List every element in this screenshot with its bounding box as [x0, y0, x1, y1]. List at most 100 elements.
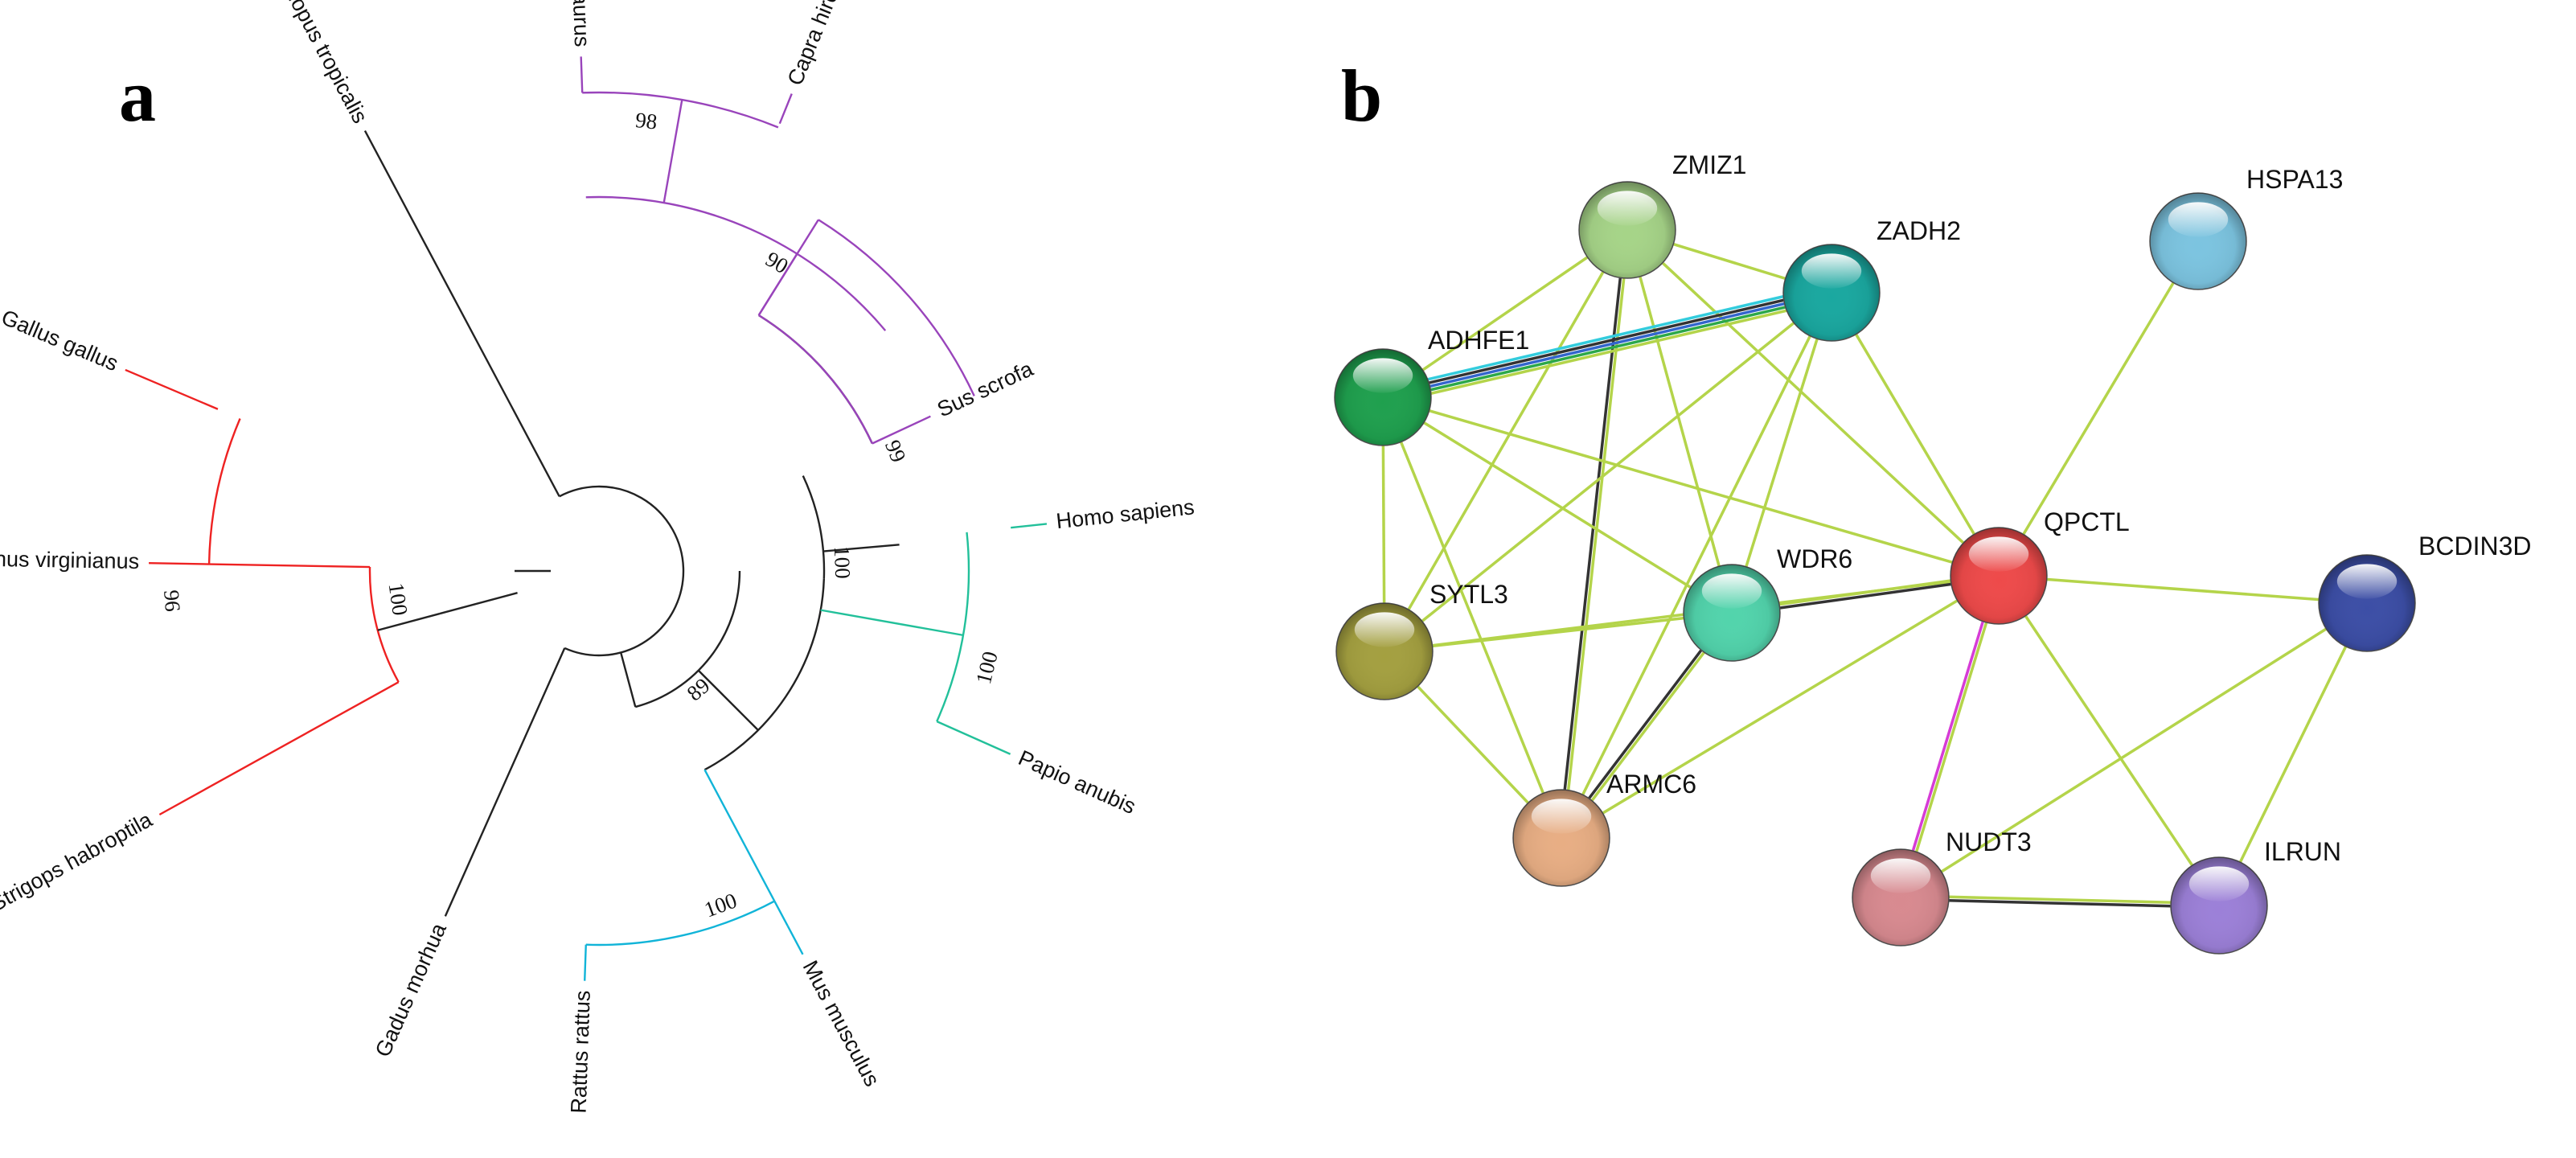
node-NUDT3[interactable]: NUDT3: [1852, 827, 2032, 947]
branch-galliformes-arc: [207, 418, 241, 565]
node-QPCTL[interactable]: QPCTL: [1950, 507, 2130, 625]
edge-QPCTL-NUDT3-0: [1901, 576, 2002, 899]
bootstrap-bs100_mammals: 100: [971, 649, 1003, 687]
bootstrap-bs96: 96: [159, 589, 185, 613]
node-label-HSPA13: HSPA13: [2246, 165, 2343, 194]
node-ILRUN[interactable]: ILRUN: [2170, 837, 2341, 955]
leaf-branch-strigops: [158, 681, 400, 816]
leaf-branch-gallus: [125, 368, 219, 410]
node-gloss-ZMIZ1: [1597, 191, 1658, 226]
leaf-label-homo: Homo sapiens: [1055, 495, 1196, 533]
node-label-NUDT3: NUDT3: [1946, 827, 2032, 856]
leaf-label-gallus: Gallus gallus: [0, 305, 121, 376]
node-label-ZMIZ1: ZMIZ1: [1672, 150, 1746, 179]
leaf-branch-mus: [786, 925, 804, 955]
branch-primate-arc: [936, 532, 970, 722]
leaf-label-xenopus: Xenopus tropicalis: [268, 0, 372, 127]
node-WDR6[interactable]: WDR6: [1683, 544, 1852, 662]
bootstrap-bs98: 98: [634, 108, 658, 134]
edge-ZADH2-WDR6-0: [1730, 292, 1833, 614]
leaf-branch-gadus: [444, 647, 566, 917]
leaf-branch-sus: [872, 415, 931, 445]
bootstrap-bs100_birds: 100: [384, 581, 412, 617]
node-gloss-ZADH2: [1801, 253, 1862, 289]
leaf-label-bos: Bos taurus: [567, 0, 594, 47]
branch-birds-arc: [368, 567, 400, 683]
branch-laurasia-inner: [818, 219, 975, 396]
node-label-SYTL3: SYTL3: [1430, 580, 1508, 609]
node-gloss-WDR6: [1701, 573, 1762, 609]
node-gloss-ILRUN: [2188, 866, 2250, 901]
edge-ADHFE1-WDR6-0: [1382, 396, 1733, 614]
edge-QPCTL-NUDT3-1: [1897, 574, 1999, 897]
node-label-ZADH2: ZADH2: [1877, 216, 1961, 245]
edge-QPCTL-ILRUN-0: [1997, 575, 2221, 906]
leaf-label-papio: Papio anubis: [1015, 745, 1139, 819]
edge-ADHFE1-ARMC6-0: [1381, 396, 1563, 839]
leaf-branch-rattus: [584, 944, 587, 981]
edge-ZADH2-ADHFE1-1: [1383, 294, 1833, 403]
leaf-label-rattus: Rattus rattus: [567, 990, 595, 1114]
branch-ingroup-arc-lower: [703, 578, 826, 771]
node-gloss-BCDIN3D: [2336, 564, 2398, 599]
bootstrap-bs89: 89: [683, 673, 715, 705]
branch-primate-stem: [820, 609, 964, 637]
leaf-label-sus: Sus scrofa: [933, 356, 1037, 422]
branch-ingroup-arc-upper: [802, 475, 826, 579]
node-gloss-NUDT3: [1870, 858, 1931, 893]
leaf-branch-homo: [1011, 523, 1048, 529]
edge-ZADH2-ADHFE1-3: [1381, 287, 1832, 396]
node-label-ADHFE1: ADHFE1: [1428, 326, 1529, 355]
leaf-label-colinus: Colinus virginianus: [0, 546, 139, 573]
branch-rodent-stem: [703, 769, 776, 902]
branch-laurasia-arc-color: [758, 314, 873, 445]
branch-birds-connector: [377, 612, 441, 631]
edge-BCDIN3D-ILRUN-0: [2217, 602, 2369, 906]
edge-ZADH2-ADHFE1-2: [1382, 291, 1832, 399]
node-label-ARMC6: ARMC6: [1606, 770, 1696, 799]
node-ZADH2[interactable]: ZADH2: [1782, 216, 1961, 342]
node-ARMC6[interactable]: ARMC6: [1512, 770, 1696, 887]
leaf-branch-bos: [580, 56, 584, 93]
branch-bovid-arc: [582, 91, 779, 129]
node-SYTL3[interactable]: SYTL3: [1335, 580, 1508, 700]
tree-branches: [125, 56, 1048, 981]
leaf-branch-papio: [936, 721, 1011, 755]
node-ADHFE1[interactable]: ADHFE1: [1334, 326, 1529, 446]
node-label-ILRUN: ILRUN: [2264, 837, 2341, 866]
branch-rodent-arc: [585, 900, 775, 947]
node-ZMIZ1[interactable]: ZMIZ1: [1578, 150, 1746, 279]
edge-ZMIZ1-ARMC6-0: [1561, 230, 1631, 839]
branch-ingroup-stem: [697, 669, 759, 731]
panel-a: a Xenopus tropicalisBos taurusCapra hirc…: [0, 0, 1196, 1114]
node-label-BCDIN3D: BCDIN3D: [2418, 532, 2531, 561]
tree-labels: Xenopus tropicalis Bos taurus Capra hircus…: [0, 0, 1196, 1114]
panel-b-label: b: [1341, 55, 1382, 137]
branch-birds-stem: [439, 592, 518, 615]
branch-mus-link: [773, 901, 789, 927]
node-gloss-HSPA13: [2168, 202, 2229, 237]
edge-ARMC6-QPCTL-0: [1561, 574, 2000, 840]
node-gloss-QPCTL: [1968, 536, 2029, 572]
edge-BCDIN3D-NUDT3-0: [1900, 602, 2368, 899]
edge-ZADH2-ARMC6-0: [1560, 292, 1833, 839]
leaf-branch-colinus: [149, 562, 210, 565]
edge-ZADH2-ADHFE1-4: [1380, 284, 1831, 392]
branch-mammals-stem: [620, 652, 637, 708]
bootstrap-bs100_rodents: 100: [701, 889, 740, 922]
node-BCDIN3D[interactable]: BCDIN3D: [2318, 532, 2531, 652]
branch-purple-stem: [757, 253, 798, 316]
branch-root-arc: [559, 485, 685, 657]
node-label-WDR6: WDR6: [1777, 544, 1852, 573]
bootstrap-bs99: 99: [880, 437, 911, 466]
leaf-label-mus: Mus musculus: [798, 956, 884, 1090]
node-HSPA13[interactable]: HSPA13: [2149, 165, 2343, 290]
branch-mammals-arc: [634, 570, 741, 708]
leaf-branch-xenopus: [363, 130, 560, 497]
leaf-label-gadus: Gadus morhua: [371, 919, 451, 1061]
branch-ruminant-arc: [585, 195, 887, 331]
leaf-label-capra: Capra hircus: [783, 0, 851, 88]
